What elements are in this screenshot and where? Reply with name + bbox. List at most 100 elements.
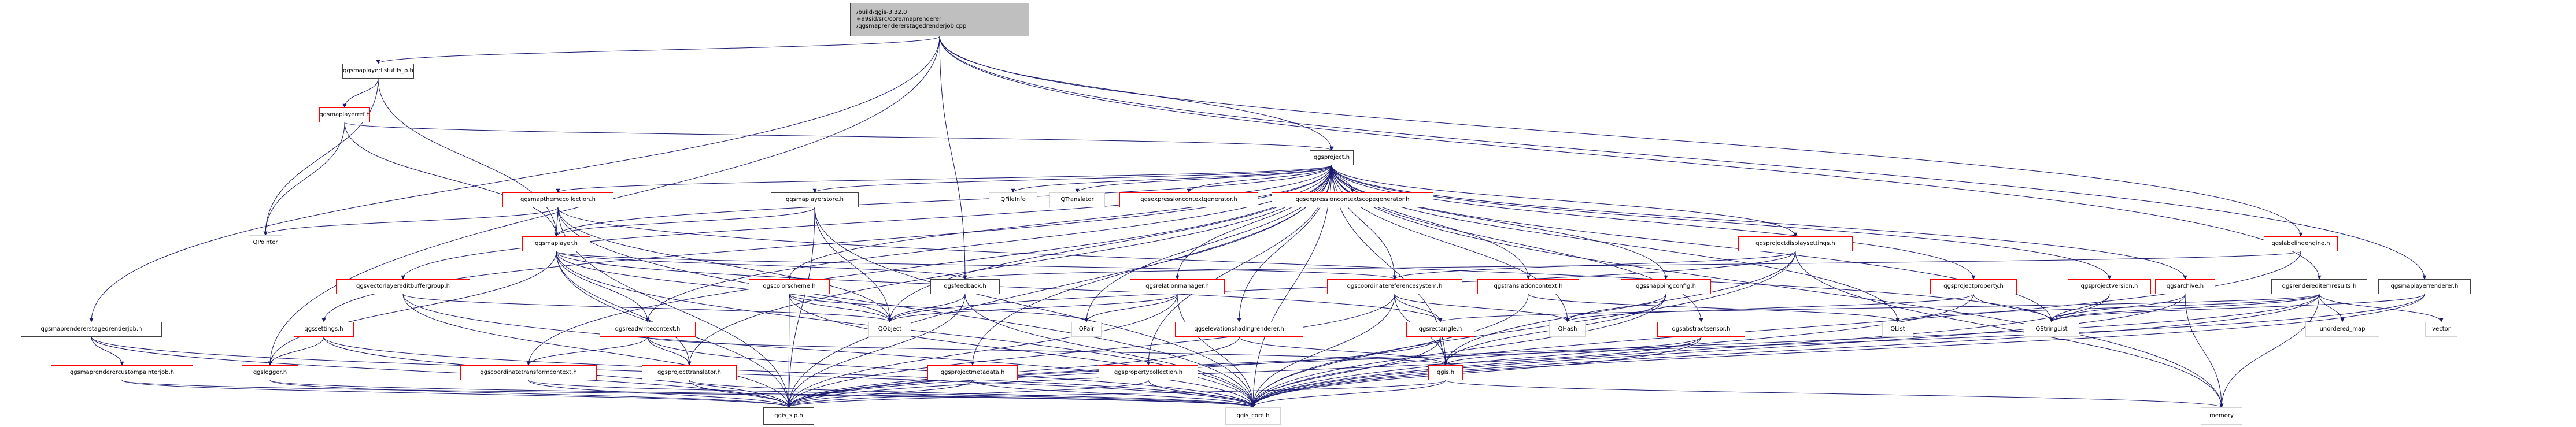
edge-132 [1443, 336, 1702, 366]
edge-87 [786, 294, 1178, 408]
node-label: qgsprojectversion.h [2080, 283, 2138, 289]
node-label: qgscoordinatetransformcontext.h [480, 369, 577, 376]
edge-73 [1251, 251, 2301, 408]
node-qgsmaplayerlistutils-p-h[interactable]: qgsmaplayerlistutils_p.h [342, 64, 414, 79]
node-qfileinfo[interactable]: QFileInfo [989, 192, 1037, 207]
node-label: memory [2209, 413, 2234, 419]
node-label: qgsmaplayerrenderer.h [2390, 283, 2459, 289]
node-qgsmaprendererstagedrenderjob-h[interactable]: qgsmaprendererstagedrenderjob.h [21, 322, 162, 337]
node-qgslogger-h[interactable]: qgslogger.h [242, 365, 298, 380]
edge-75 [402, 294, 1255, 408]
edge-146 [786, 380, 1149, 408]
node-qgsabstractsensor-h[interactable]: qgsabstractsensor.h [1657, 322, 1745, 337]
node-qgsproject-h[interactable]: qgsproject.h [1310, 150, 1354, 165]
node-qgssettings-h[interactable]: qgssettings.h [294, 322, 354, 337]
node-label: qgsprojectmetadata.h [940, 369, 1005, 376]
edge-71 [1795, 251, 2224, 408]
node-qgsmaprenderercustompainterjob-h[interactable]: qgsmaprenderercustompainterjob.h [51, 365, 193, 380]
node-qgsprojectproperty-h[interactable]: qgsprojectproperty.h [1930, 279, 2017, 294]
node-qgspropertycollection-h[interactable]: qgspropertycollection.h [1099, 365, 1198, 380]
edge-142 [689, 380, 791, 408]
node-qgis-core-h[interactable]: qgis_core.h [1225, 407, 1281, 425]
node-qgsreadwritecontext-h[interactable]: qgsreadwritecontext.h [600, 322, 696, 337]
node-qgsexpressioncontextgenerator-h[interactable]: qgsexpressioncontextgenerator.h [1119, 192, 1258, 207]
edge-5 [939, 36, 2303, 237]
edge-59 [556, 251, 967, 280]
edge-112 [2049, 294, 2320, 322]
node-qgssnappingconfig-h[interactable]: qgssnappingconfig.h [1621, 279, 1711, 294]
edge-114 [2049, 294, 2425, 322]
node-qgsmaplayerref-h[interactable]: qgsmaplayerref.h [319, 107, 370, 122]
edge-135 [121, 380, 791, 408]
node-qgsprojectdisplaysettings-h[interactable]: qgsprojectdisplaysettings.h [1738, 236, 1853, 251]
edge-81 [888, 294, 966, 322]
node-memory[interactable]: memory [2201, 407, 2242, 425]
node-qgsvectorlayereditbuffergroup-h[interactable]: qgsvectorlayereditbuffergroup.h [336, 279, 470, 294]
node-qgscoordinatereferencesystem-h[interactable]: qgscoordinatereferencesystem.h [1327, 279, 1462, 294]
edge-93 [1528, 294, 1900, 322]
node-qgstranslationcontext-h[interactable]: qgstranslationcontext.h [1477, 279, 1579, 294]
node-qgsprojectmetadata-h[interactable]: qgsprojectmetadata.h [927, 365, 1018, 380]
node-qpointer[interactable]: QPointer [249, 235, 282, 250]
edge-11 [344, 122, 1334, 151]
node-label: qgis.h [1436, 369, 1455, 376]
node-label: qgsmaprenderercustompainterjob.h [69, 369, 175, 376]
node-qobject[interactable]: QObject [868, 322, 911, 337]
node-qtranslator[interactable]: QTranslator [1049, 192, 1105, 207]
root-file-node[interactable]: /build/qgis-3.32.0 +99sid/src/core/mapre… [850, 3, 1029, 36]
node-qgsmaplayerrenderer-h[interactable]: qgsmaplayerrenderer.h [2378, 279, 2471, 294]
node-qgslabelingengine-h[interactable]: qgslabelingengine.h [2264, 236, 2338, 251]
edge-25 [1331, 165, 1531, 280]
edge-23 [1175, 165, 1332, 280]
edge-22 [787, 165, 1332, 280]
edge-26 [1331, 165, 1668, 280]
node-label: QObject [878, 326, 902, 332]
edge-121 [323, 336, 1255, 408]
node-qgselevationshadingrenderer-h[interactable]: qgselevationshadingrenderer.h [1175, 322, 1303, 337]
node-qgsmapthemecollection-h[interactable]: qgsmapthemecollection.h [502, 192, 613, 207]
node-qgsrectangle-h[interactable]: qgsrectangle.h [1406, 322, 1474, 337]
node-qgsexpressioncontextscopegenerator-h[interactable]: qgsexpressioncontextscopegenerator.h [1272, 192, 1433, 207]
edge-48 [554, 207, 559, 237]
edge-76 [402, 294, 791, 408]
node-qgis-h[interactable]: qgis.h [1428, 365, 1463, 380]
node-qhash[interactable]: QHash [1549, 322, 1586, 337]
edge-89 [1394, 294, 1570, 322]
node-qgscoordinatetransformcontext-h[interactable]: qgscoordinatetransformcontext.h [460, 365, 597, 380]
edge-97 [1251, 294, 1666, 408]
node-qgsarchive-h[interactable]: qgsarchive.h [2155, 279, 2215, 294]
node-qgsrendereditemresults-h[interactable]: qgsrendereditemresults.h [2271, 279, 2367, 294]
node-label: qgsprojecttranslator.h [657, 369, 721, 376]
edge-60 [556, 251, 1397, 280]
edge-88 [1394, 294, 1443, 322]
node-label: qgsrelationmanager.h [1145, 283, 1209, 289]
edge-149 [1445, 380, 2224, 408]
node-label: qgsproject.h [1313, 154, 1350, 161]
node-qgis-sip-h[interactable]: qgis_sip.h [763, 407, 814, 425]
edge-74 [402, 294, 892, 322]
edge-105 [1251, 294, 2186, 408]
node-qstringlist[interactable]: QStringList [2024, 322, 2079, 337]
node-vector[interactable]: vector [2425, 322, 2457, 337]
node-qgscolorscheme-h[interactable]: qgscolorscheme.h [749, 279, 830, 294]
edge-139 [528, 380, 1255, 408]
edge-144 [786, 380, 973, 408]
edge-138 [269, 380, 791, 408]
node-qlist[interactable]: QList [1882, 322, 1913, 337]
node-label: qgsmaprendererstagedrenderjob.h [40, 326, 142, 332]
node-label: qgsmaplayer.h [535, 240, 578, 247]
node-label: QList [1890, 326, 1905, 332]
edge-0 [376, 36, 940, 64]
edge-70 [1251, 251, 1796, 408]
node-qgsmaplayerstore-h[interactable]: qgsmaplayerstore.h [771, 192, 859, 207]
node-unordered-map[interactable]: unordered_map [2305, 322, 2379, 337]
node-qgsprojecttranslator-h[interactable]: qgsprojecttranslator.h [642, 365, 737, 380]
node-label: qgsabstractsensor.h [1672, 326, 1731, 332]
node-qgsfeedback-h[interactable]: qgsfeedback.h [930, 279, 1000, 294]
node-qpair[interactable]: QPair [1071, 322, 1102, 337]
node-qgsprojectversion-h[interactable]: qgsprojectversion.h [2068, 279, 2151, 294]
edge-58 [556, 251, 650, 322]
edge-104 [2185, 294, 2224, 408]
node-qgsrelationmanager-h[interactable]: qgsrelationmanager.h [1130, 279, 1225, 294]
node-qgsmaplayer-h[interactable]: qgsmaplayer.h [522, 236, 590, 251]
